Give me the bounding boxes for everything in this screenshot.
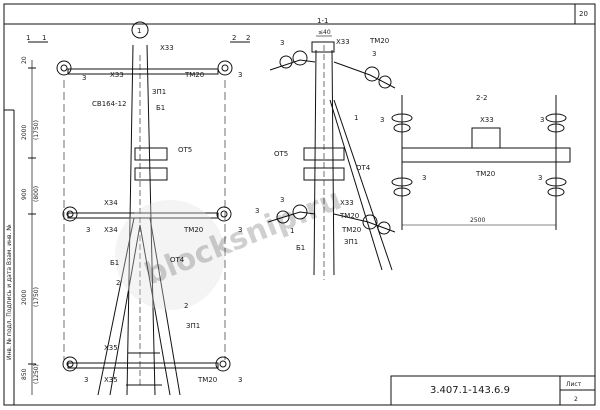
- item-label: Х35: [104, 376, 118, 384]
- item-label: Б1: [296, 244, 305, 252]
- item-label: ОТ5: [274, 150, 288, 158]
- item-label: ТМ20: [341, 226, 361, 234]
- crossarm-top: [67, 68, 219, 75]
- pole-section: [313, 49, 335, 276]
- crossarm-section: [401, 147, 571, 163]
- dimension: (800): [33, 186, 40, 202]
- left-view-section-marks: 1 1 2 2: [26, 34, 250, 42]
- item-label: X33: [340, 199, 354, 207]
- dimension: 2500: [470, 217, 485, 224]
- drawing-designation: 3.407.1-143.6.9: [430, 385, 510, 396]
- item-label: ОТ4: [170, 256, 185, 264]
- item-label: Б1: [156, 104, 165, 112]
- dimension: 2000: [21, 290, 28, 305]
- crossarm-middle: [67, 212, 219, 219]
- item-label: ТМ20: [475, 170, 495, 178]
- dimension: 900: [21, 188, 28, 200]
- item-label: ОТ5: [178, 146, 192, 154]
- item-label: 3: [238, 226, 242, 234]
- item-label: 3: [86, 226, 90, 234]
- item-label: 3: [380, 116, 384, 124]
- item-label: Х34: [104, 199, 118, 207]
- item-label: 3: [372, 50, 376, 58]
- crossarm-bottom: [67, 362, 219, 369]
- left-view-labels: 3 X33 X33 ТМ20 3 СВ164-12 ЗП1 Б1 ОТ5 Х34…: [82, 44, 242, 384]
- item-label: ОТ4: [356, 164, 371, 172]
- dimension: 2000: [21, 125, 28, 140]
- side-stamp: Инв. № подл. Подпись и дата Взам. инв. №: [6, 224, 13, 360]
- item-label: 3: [238, 376, 242, 384]
- item-label: СВ164-12: [92, 100, 126, 108]
- section-mark: 2: [232, 34, 236, 42]
- section-1-1-title: 1-1: [317, 17, 328, 25]
- item-label: 2: [116, 279, 120, 287]
- item-label: ТМ20: [369, 37, 389, 45]
- section-mark: 2: [246, 34, 250, 42]
- section-2-2: [391, 95, 571, 230]
- item-label: ЗП1: [152, 88, 166, 96]
- item-label: ТМ20: [197, 376, 217, 384]
- view-marker-number: 1: [137, 27, 141, 35]
- item-label: ТМ20: [339, 212, 359, 220]
- item-label: 3: [238, 71, 242, 79]
- item-label: ТМ20: [184, 71, 204, 79]
- watermark-circle: [115, 200, 225, 310]
- item-label: Х34: [104, 226, 118, 234]
- section-2-2-title: 2-2: [476, 94, 487, 102]
- item-label: X33: [110, 71, 124, 79]
- left-view: [28, 21, 250, 396]
- item-label: 3: [255, 207, 259, 215]
- item-label: 1: [290, 227, 294, 235]
- item-label: 3: [84, 376, 88, 384]
- item-label: 1: [354, 114, 358, 122]
- sheet-number: 2: [574, 396, 578, 403]
- item-label: 3: [280, 39, 284, 47]
- view-marker-circle: [131, 21, 149, 39]
- section-mark: 1: [42, 34, 46, 42]
- item-label: ЗП1: [344, 238, 358, 246]
- item-label: 3: [280, 196, 284, 204]
- dimension: (1750): [33, 287, 40, 307]
- dimension: (1250): [33, 364, 40, 384]
- section-mark: 1: [26, 34, 30, 42]
- dimension: 850: [21, 368, 28, 380]
- item-label: ЗП1: [186, 322, 200, 330]
- dimension: ≤40: [318, 29, 331, 36]
- pole: [126, 44, 156, 396]
- page-number: 20: [579, 10, 588, 18]
- item-label: Х35: [104, 344, 118, 352]
- item-label: 2: [184, 302, 188, 310]
- section-2-2-labels: 3 X33 3 3 ТМ20 3: [380, 116, 544, 182]
- item-label: Б1: [110, 259, 119, 267]
- section-1-1: [267, 35, 396, 280]
- item-label: ТМ20: [183, 226, 203, 234]
- sheet-word: Лист: [566, 381, 582, 388]
- item-label: X33: [336, 38, 350, 46]
- item-label: X33: [480, 116, 494, 124]
- dimension: (1750): [33, 120, 40, 140]
- left-view-dimensions: 20 2000 (1750) 900 (800) 2000 (1750) 850…: [21, 56, 40, 384]
- sheet-frame: [3, 3, 596, 406]
- item-label: 3: [538, 174, 542, 182]
- dimension: 20: [21, 56, 28, 64]
- item-label: 3: [82, 74, 86, 82]
- item-label: 3: [540, 116, 544, 124]
- section-1-1-labels: 3 X33 ТМ20 3 ОТ5 ОТ4 3 X33 ТМ20 Б1 ЗП1 1…: [255, 37, 389, 252]
- item-label: X33: [160, 44, 174, 52]
- item-label: 3: [422, 174, 426, 182]
